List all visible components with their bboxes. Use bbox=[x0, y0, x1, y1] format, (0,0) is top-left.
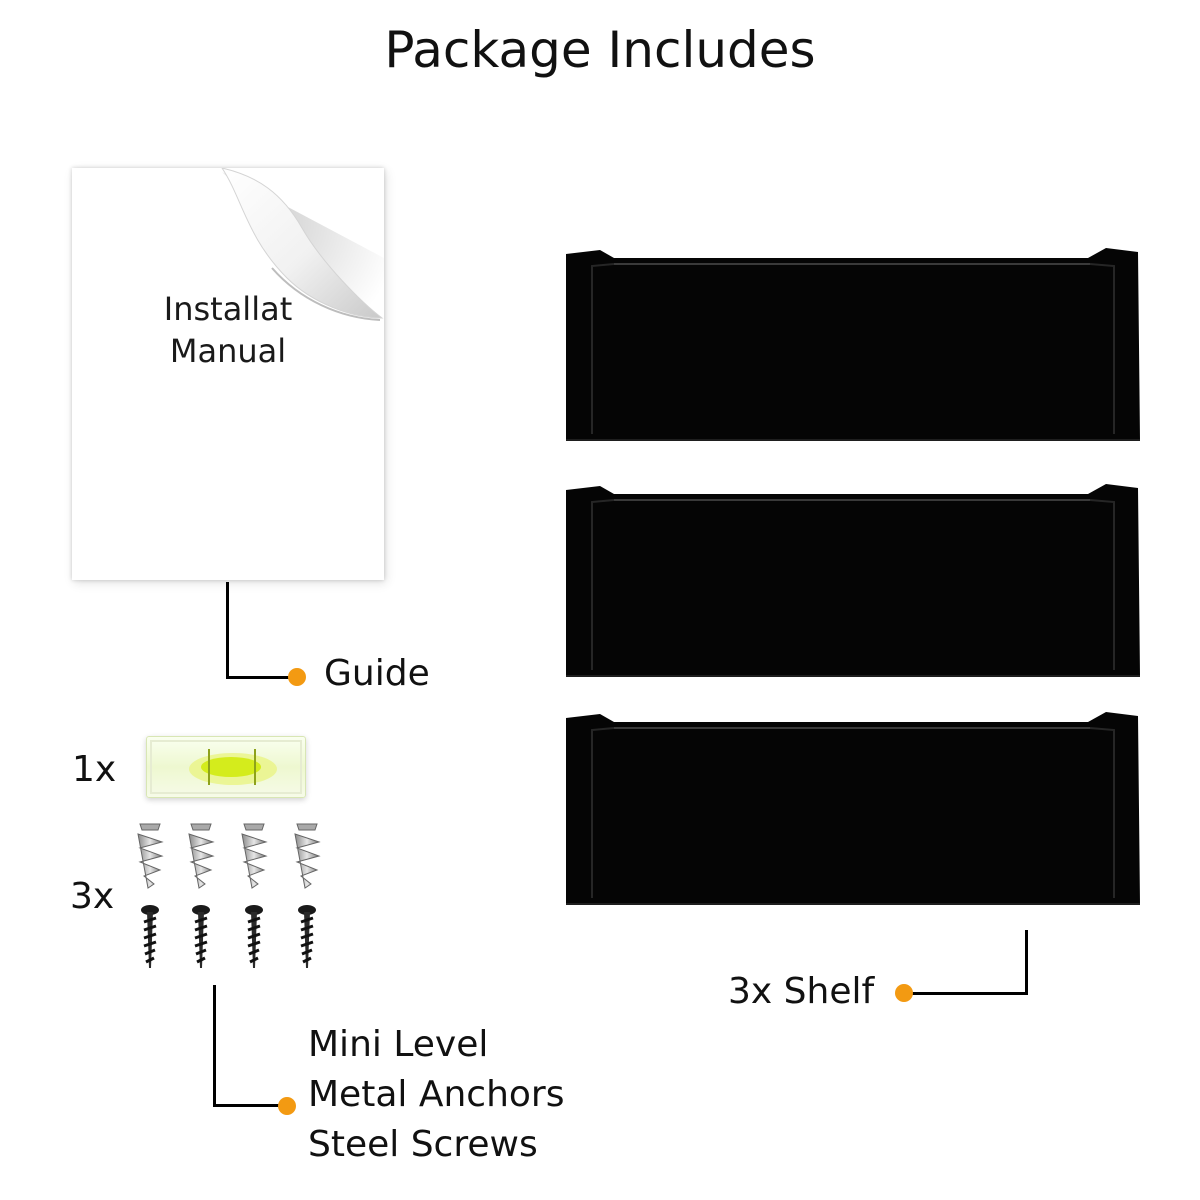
shelf-dot bbox=[895, 984, 913, 1002]
page-curl-icon bbox=[221, 168, 384, 338]
screw-icon bbox=[298, 905, 316, 968]
shelf-label: 3x Shelf bbox=[728, 971, 875, 1012]
guide-dot bbox=[288, 668, 306, 686]
shelf-icon bbox=[566, 712, 1140, 905]
bubble-level-icon bbox=[146, 736, 306, 798]
guide-label: Guide bbox=[324, 653, 430, 694]
level-quantity: 1x bbox=[72, 749, 117, 790]
hardware-connector-horizontal bbox=[213, 1104, 281, 1107]
shelf-connector-horizontal bbox=[910, 992, 1028, 995]
screw-icon bbox=[192, 905, 210, 968]
screw-icon bbox=[245, 905, 263, 968]
hardware-item-metal-anchors: Metal Anchors bbox=[308, 1074, 565, 1115]
guide-connector-horizontal bbox=[226, 676, 290, 679]
anchor-icon bbox=[137, 823, 164, 889]
guide-connector-vertical bbox=[226, 582, 229, 678]
shelf-connector-vertical bbox=[1025, 930, 1028, 994]
page-title: Package Includes bbox=[384, 21, 816, 79]
anchor-icon bbox=[294, 823, 321, 889]
installation-manual: Installat Manual bbox=[72, 168, 384, 580]
anchor-icon bbox=[188, 823, 215, 889]
hardware-item-list: Mini Level Metal Anchors Steel Screws bbox=[308, 1020, 564, 1170]
screw-icon bbox=[141, 905, 159, 968]
hardware-connector-vertical bbox=[213, 985, 216, 1107]
shelf-icon bbox=[566, 484, 1140, 677]
hardware-dot bbox=[278, 1097, 296, 1115]
shelf-icon bbox=[566, 248, 1140, 441]
hardware-group bbox=[137, 823, 321, 968]
hardware-quantity: 3x bbox=[70, 876, 115, 917]
manual-title: Installat Manual bbox=[163, 290, 293, 370]
anchor-icon bbox=[241, 823, 268, 889]
hardware-item-steel-screws: Steel Screws bbox=[308, 1124, 538, 1165]
hardware-item-mini-level: Mini Level bbox=[308, 1024, 489, 1065]
